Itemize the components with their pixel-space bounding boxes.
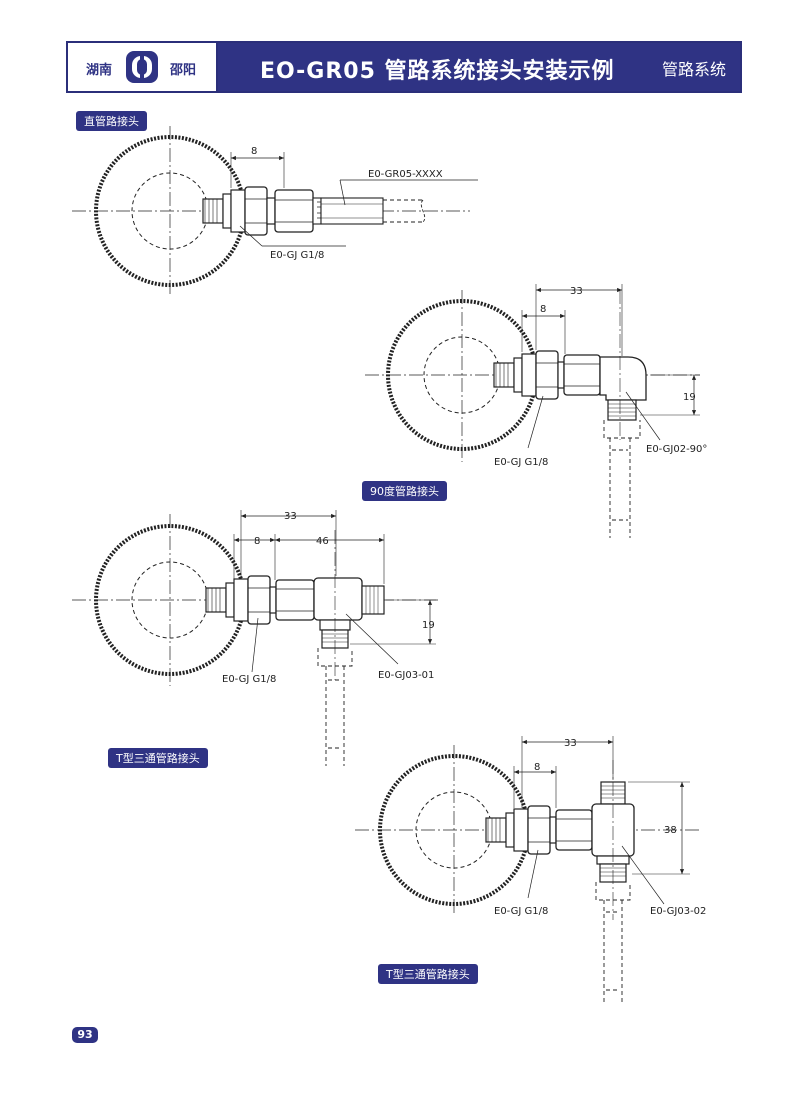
dim-s3-8: 8: [254, 536, 260, 547]
dim-s4-8: 8: [534, 762, 540, 773]
callout-s1-tube: E0-GR05-XXXX: [368, 169, 443, 180]
category-title: 管路系统: [662, 60, 727, 79]
callout-s1-gj: E0-GJ G1/8: [270, 250, 324, 261]
drawing-tee-02-fitting: [355, 736, 700, 1004]
drawing-straight-fitting: [72, 126, 478, 296]
company-logo-icon: [126, 51, 158, 83]
dim-s3-19: 19: [422, 620, 435, 631]
section-label-tee-2: T型三通管路接头: [378, 964, 478, 984]
callout-s3-gj: E0-GJ G1/8: [222, 674, 276, 685]
dim-s2-19: 19: [683, 392, 696, 403]
section-label-tee-1: T型三通管路接头: [108, 748, 208, 768]
dim-s2-33: 33: [570, 286, 583, 297]
dim-s3-33: 33: [284, 511, 297, 522]
page-header: 湖南 邵阳 EO-GR05 管路系统接头安装示例 管路系统: [66, 41, 742, 93]
dim-s4-38: 38: [664, 825, 677, 836]
drawing-90deg-fitting: [365, 284, 700, 538]
dim-s3-46: 46: [316, 536, 329, 547]
brand-right-text: 邵阳: [170, 63, 197, 78]
callout-s4-tee: E0-GJ03-02: [650, 906, 706, 917]
brand-left-text: 湖南: [86, 63, 113, 78]
callout-s4-gj: E0-GJ G1/8: [494, 906, 548, 917]
callout-s3-tee: E0-GJ03-01: [378, 670, 434, 681]
dim-s4-33: 33: [564, 738, 577, 749]
page-number: 93: [72, 1027, 98, 1043]
callout-s2-elbow: E0-GJ02-90°: [646, 444, 707, 455]
page-title: EO-GR05 管路系统接头安装示例: [260, 59, 615, 84]
section-label-90deg: 90度管路接头: [362, 481, 447, 501]
section-label-straight: 直管路接头: [76, 111, 147, 131]
brand-box: 湖南 邵阳: [68, 43, 218, 91]
dim-s2-8: 8: [540, 304, 546, 315]
dim-s1-8: 8: [251, 146, 257, 157]
drawing-tee-01-fitting: [72, 510, 440, 766]
callout-s2-gj: E0-GJ G1/8: [494, 457, 548, 468]
